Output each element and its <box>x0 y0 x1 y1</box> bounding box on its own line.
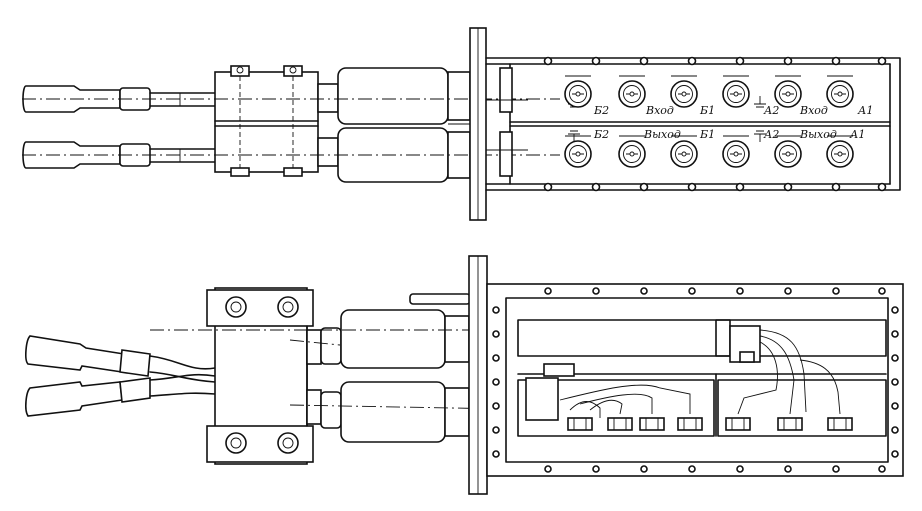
screw <box>492 354 500 362</box>
label-b1-in: Б1 <box>699 104 715 117</box>
coax-socket <box>826 135 854 168</box>
rivet <box>591 56 601 66</box>
rivet <box>543 182 553 192</box>
rivet <box>687 56 697 66</box>
label-output-b: Выход <box>643 128 681 141</box>
screw <box>492 330 500 338</box>
connector-sleeves <box>337 67 471 183</box>
screw <box>784 287 792 295</box>
rivet <box>831 56 841 66</box>
cables-bent <box>25 335 216 417</box>
label-input-a: Вход <box>799 104 828 117</box>
terminal-row-bottom <box>567 417 853 431</box>
screw <box>891 306 899 314</box>
coax-socket <box>826 75 854 108</box>
screw <box>640 287 648 295</box>
screw <box>878 465 886 473</box>
screw <box>492 450 500 458</box>
terminal-panel <box>485 57 901 191</box>
coax-socket <box>564 135 592 168</box>
coax-socket <box>722 75 750 108</box>
screw <box>891 330 899 338</box>
screw <box>544 465 552 473</box>
rivet <box>639 56 649 66</box>
rivet <box>783 56 793 66</box>
panel-rivets <box>543 56 887 192</box>
rivet <box>831 182 841 192</box>
terminal <box>827 417 853 431</box>
rivet <box>639 182 649 192</box>
screw <box>736 287 744 295</box>
terminal <box>777 417 803 431</box>
screw <box>492 378 500 386</box>
ground-symbols <box>568 96 766 142</box>
screw <box>492 426 500 434</box>
terminal <box>677 417 703 431</box>
label-a2-out: А2 <box>763 128 779 141</box>
screw <box>891 354 899 362</box>
label-input-b: Вход <box>645 104 674 117</box>
label-b1-out: Б1 <box>699 128 715 141</box>
screw <box>492 402 500 410</box>
coax-socket <box>618 135 646 168</box>
rivet <box>877 56 887 66</box>
coax-socket <box>670 75 698 108</box>
terminal <box>639 417 665 431</box>
socket-row-input <box>564 75 854 108</box>
screw <box>736 465 744 473</box>
rivet <box>687 182 697 192</box>
label-output-a: Выход <box>799 128 837 141</box>
screw <box>891 426 899 434</box>
cable-clamp <box>214 65 339 177</box>
screw <box>832 465 840 473</box>
housing-screws <box>492 287 899 473</box>
output-row-labels: Б2 Выход Б1 А2 Выход А1 <box>593 128 865 141</box>
screw <box>492 306 500 314</box>
terminal <box>567 417 593 431</box>
coax-socket <box>774 75 802 108</box>
screw <box>592 287 600 295</box>
label-b2-in: Б2 <box>593 104 609 117</box>
coax-socket <box>774 135 802 168</box>
coax-socket <box>670 135 698 168</box>
rivet <box>543 56 553 66</box>
coax-socket <box>618 75 646 108</box>
screw <box>784 465 792 473</box>
coax-socket <box>722 135 750 168</box>
rivet <box>735 182 745 192</box>
cable-clamp-bottom <box>206 287 322 465</box>
terminal <box>607 417 633 431</box>
bottom-view <box>25 255 904 495</box>
coax-socket <box>564 75 592 108</box>
housing-bottom <box>486 283 904 477</box>
rivet <box>591 182 601 192</box>
wire-harness <box>559 329 841 418</box>
connector-sleeves-bottom <box>320 293 471 443</box>
screw <box>592 465 600 473</box>
top-view: Б2 Вход Б1 А2 Вход А1 Б2 Выход Б1 А2 Вых… <box>22 27 901 221</box>
screw <box>640 465 648 473</box>
label-b2-out: Б2 <box>593 128 609 141</box>
input-row-labels: Б2 Вход Б1 А2 Вход А1 <box>593 104 873 117</box>
terminal <box>725 417 751 431</box>
screw <box>688 465 696 473</box>
screw <box>688 287 696 295</box>
screw <box>878 287 886 295</box>
rivet <box>735 56 745 66</box>
label-a2-in: А2 <box>763 104 779 117</box>
screw <box>891 402 899 410</box>
rivet <box>783 182 793 192</box>
screw <box>891 450 899 458</box>
screw <box>544 287 552 295</box>
screw <box>832 287 840 295</box>
label-a1-out: А1 <box>849 128 865 141</box>
rivet <box>877 182 887 192</box>
screw <box>891 378 899 386</box>
label-a1-in: А1 <box>857 104 873 117</box>
socket-row-output <box>564 135 854 168</box>
